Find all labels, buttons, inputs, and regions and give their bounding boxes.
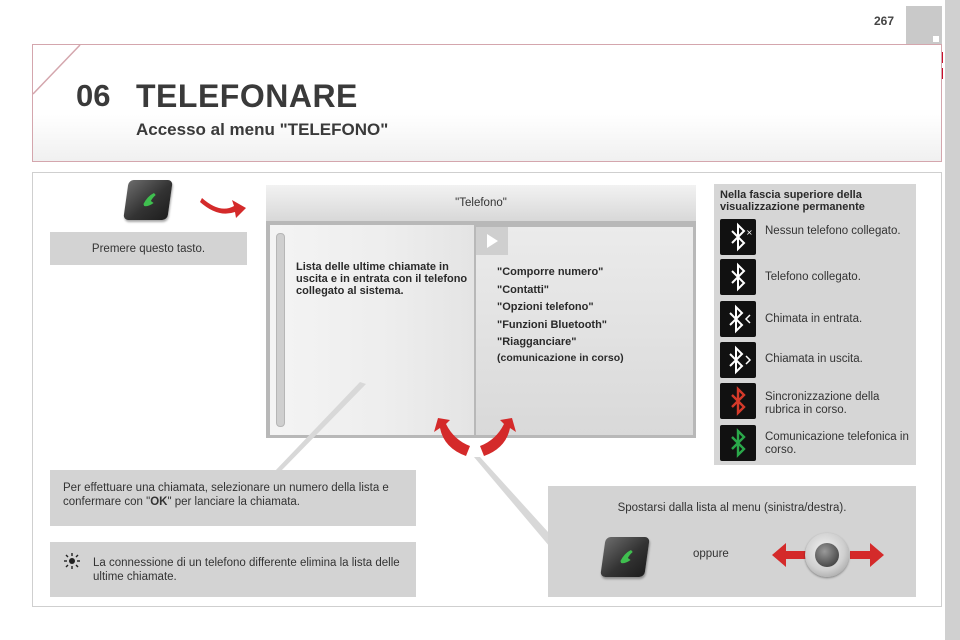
menu-arrow-tab[interactable]: [476, 227, 508, 255]
page-subtitle: Accesso al menu "TELEFONO": [136, 120, 389, 139]
content-frame: [32, 172, 942, 607]
tip-sun-icon: [64, 553, 80, 569]
phone-menu-list: "Comporre numero" "Contatti" "Opzioni te…: [497, 264, 624, 364]
call-list-description: Lista delle ultime chiamate in uscita e …: [296, 261, 468, 297]
bluetooth-no-phone-icon: ×: [720, 219, 756, 255]
menu-item-riagganciare[interactable]: "Riagganciare": [497, 336, 577, 348]
bluetooth-connected-icon: [720, 259, 756, 295]
status-label-no-phone: Nessun telefono collegato.: [765, 225, 901, 237]
pointer-to-call-list: [274, 382, 366, 472]
screen-header-telefono: "Telefono": [266, 185, 696, 221]
navigation-instruction-text: Spostarsi dalla lista al menu (sinistra/…: [617, 502, 847, 514]
status-label-outgoing: Chiamata in uscita.: [765, 353, 863, 365]
menu-item-comporre-numero[interactable]: "Comporre numero": [497, 266, 604, 278]
phone-button[interactable]: [123, 180, 173, 220]
press-button-caption: Premere questo tasto.: [50, 232, 247, 265]
left-right-switch-arrows-icon: [434, 418, 516, 456]
section-number: 06: [76, 78, 111, 113]
bluetooth-call-green-icon: [720, 425, 756, 461]
select-instruction-part2: " per lanciare la chiamata.: [167, 496, 301, 508]
or-label: oppure: [693, 548, 729, 560]
page-title: TELEFONARE: [136, 78, 358, 114]
header-corner-line: [32, 44, 81, 95]
ok-key-label: OK: [150, 496, 168, 508]
phone-handset-icon: [620, 550, 633, 564]
select-number-instruction: Per effettuare una chiamata, selezionare…: [50, 470, 416, 526]
phone-menu-panel: [476, 227, 693, 435]
play-arrow-icon: [487, 234, 498, 248]
page-number: 267: [873, 14, 894, 28]
rotary-controller-center[interactable]: [815, 543, 839, 567]
status-label-call-active: Comunicazione telefonica in corso.: [765, 431, 909, 456]
bluetooth-sync-red-icon: [720, 383, 756, 419]
status-bar-title: Nella fascia superiore della visualizzaz…: [720, 189, 865, 213]
pointer-to-controls: [474, 457, 558, 547]
status-label-connected: Telefono collegato.: [765, 271, 861, 283]
phone-handset-icon: [143, 193, 156, 207]
bluetooth-incoming-call-icon: [720, 301, 756, 337]
status-label-incoming: Chimata in entrata.: [765, 313, 863, 325]
menu-item-funzioni-bluetooth[interactable]: "Funzioni Bluetooth": [497, 318, 608, 331]
status-label-sync: Sincronizzazione della rubrica in corso.: [765, 391, 880, 416]
corner-tab-dot: [933, 36, 939, 42]
bluetooth-outgoing-call-icon: [720, 342, 756, 378]
page-edge-band: [945, 0, 960, 640]
red-arrow-right-icon: [850, 543, 884, 567]
phone-button[interactable]: [600, 537, 650, 577]
menu-item-note: (comunicazione in corso): [497, 351, 624, 364]
red-arrow-right-icon: [200, 198, 246, 218]
menu-item-contatti[interactable]: "Contatti": [497, 283, 549, 296]
header-box: [32, 44, 942, 162]
call-list-scrollbar[interactable]: [276, 233, 285, 427]
svg-text:×: ×: [746, 228, 753, 237]
connection-note: La connessione di un telefono differente…: [50, 542, 416, 597]
red-arrow-left-icon: [772, 543, 806, 567]
select-instruction-part1: Per effettuare una chiamata, selezionare…: [63, 482, 389, 508]
menu-item-opzioni-telefono[interactable]: "Opzioni telefono": [497, 301, 594, 313]
call-list-panel[interactable]: [270, 225, 474, 435]
